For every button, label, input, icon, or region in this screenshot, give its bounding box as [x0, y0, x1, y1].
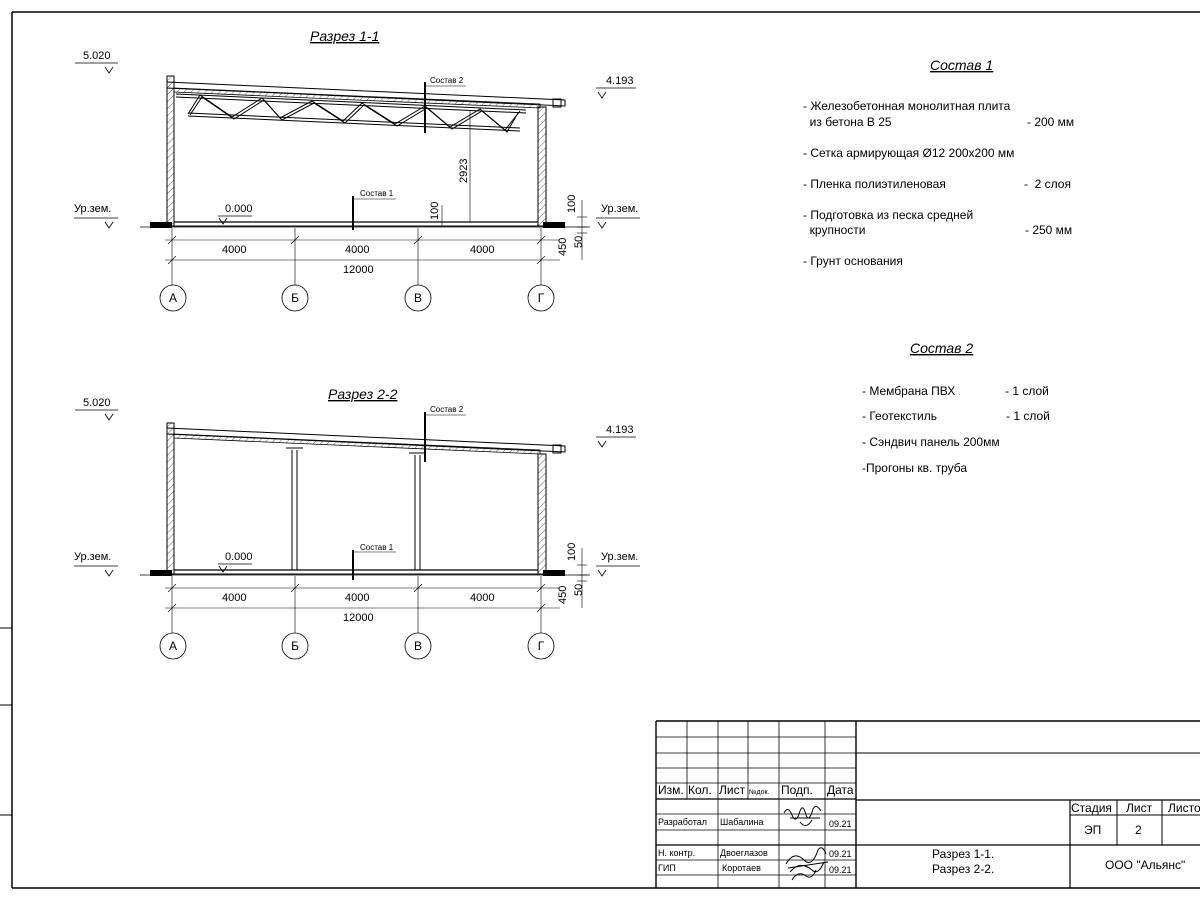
slab-dimension: 100 — [429, 202, 441, 220]
stage-label: Стадия — [1071, 801, 1112, 815]
dim-450: 450 — [557, 238, 569, 256]
section-1-1: Разрез 1-1 5.020 4.193 Ур.зем. Ур.зем. — [74, 28, 640, 312]
axis-A: А — [169, 639, 177, 653]
spec-line: - Сэндвич панель 200мм — [862, 435, 1000, 449]
sheet-value: 2 — [1135, 823, 1142, 837]
tb-role: ГИП — [658, 863, 676, 873]
sostav-2-spec: Состав 2 - Мембрана ПВХ - 1 слой - Геоте… — [862, 340, 1050, 475]
spec-value: - 250 мм — [1025, 223, 1072, 237]
spec-value: - 2 слоя — [1024, 177, 1071, 191]
stage-value: ЭП — [1084, 823, 1101, 837]
sheet-label: Лист — [1126, 801, 1153, 815]
axis-V: В — [414, 291, 422, 305]
ground-label-right: Ур.зем. — [601, 203, 638, 215]
tb-date: 09.21 — [829, 865, 852, 875]
spec-line: из бетона В 25 — [803, 115, 892, 129]
axis-G: Г — [538, 639, 545, 653]
height-dimension: 2923 — [458, 159, 470, 183]
section-2-2: Разрез 2-2 5.020 4.193 Ур.зем. Ур.зем. — [74, 386, 640, 660]
axis-V: В — [414, 639, 422, 653]
title-block: Изм. Кол. Лист №док. Подп. Дата Разработ… — [655, 720, 1200, 888]
tb-header-izm: Изм. — [658, 783, 684, 797]
tb-header-podp: Подп. — [781, 783, 813, 797]
span-dim-1: 4000 — [222, 592, 246, 604]
spec-line: - Подготовка из песка средней — [803, 208, 973, 222]
axis-bubbles: А Б В Г — [159, 284, 555, 312]
spec-line: - Пленка полиэтиленовая — [803, 177, 946, 191]
tb-name: Шабалина — [720, 817, 763, 827]
spec-line: - Геотекстиль — [862, 409, 937, 423]
tb-name: Коротаев — [722, 863, 761, 873]
spec-line: -Прогоны кв. труба — [862, 461, 967, 475]
spec-line: - Железобетонная монолитная плита — [803, 99, 1011, 113]
spec-value: - 200 мм — [1027, 115, 1074, 129]
sostav-1-callout: Состав 1 — [360, 189, 394, 198]
span-dim-2: 4000 — [345, 592, 369, 604]
sheet-title-1: Разрез 1-1. — [932, 847, 994, 861]
signature — [783, 805, 829, 881]
ground-label-left: Ур.зем. — [74, 203, 111, 215]
dim-50: 50 — [573, 584, 585, 596]
total-dim: 12000 — [343, 612, 374, 624]
tb-header-data: Дата — [827, 783, 854, 797]
dim-450: 450 — [557, 586, 569, 604]
roof-truss — [175, 93, 527, 133]
dim-100: 100 — [566, 543, 578, 561]
spec-line: - Мембрана ПВХ — [862, 384, 955, 398]
sostav-1-callout: Состав 1 — [360, 543, 394, 552]
span-dim-2: 4000 — [345, 244, 369, 256]
axis-G: Г — [538, 291, 545, 305]
spec-line: - Грунт основания — [803, 254, 903, 268]
span-dim-3: 4000 — [470, 592, 494, 604]
axis-bubbles: А Б В Г — [159, 632, 555, 660]
section-2-title: Разрез 2-2 — [328, 386, 398, 402]
span-dim-3: 4000 — [470, 244, 494, 256]
zero-level: 0.000 — [225, 203, 253, 215]
tb-name: Двоеглазов — [720, 848, 768, 858]
sostav-1-spec: Состав 1 - Железобетонная монолитная пли… — [803, 57, 1074, 268]
dim-100: 100 — [566, 195, 578, 213]
total-dim: 12000 — [343, 264, 374, 276]
tb-role: Н. контр. — [658, 848, 695, 858]
spec-value: - 1 слой — [1006, 409, 1050, 423]
zero-level: 0.000 — [225, 551, 253, 563]
spec-line: - Сетка армирующая Ø12 200х200 мм — [803, 146, 1014, 160]
span-dim-1: 4000 — [222, 244, 246, 256]
sostav-2-callout: Состав 2 — [430, 405, 464, 414]
tb-header-kol: Кол. — [688, 783, 712, 797]
ground-label-left: Ур.зем. — [74, 551, 111, 563]
sheets-label: Листо — [1168, 801, 1200, 815]
dim-50: 50 — [573, 236, 585, 248]
spec-line: крупности — [803, 223, 865, 237]
tb-role: Разработал — [658, 817, 707, 827]
level-mark-left: 5.020 — [83, 50, 111, 62]
sostav-1-title: Состав 1 — [930, 57, 993, 73]
ground-label-right: Ур.зем. — [601, 551, 638, 563]
organization: ООО "Альянс" — [1105, 858, 1185, 872]
sheet-title-2: Разрез 2-2. — [932, 862, 994, 876]
axis-A: А — [169, 291, 177, 305]
tb-header-list: Лист — [719, 783, 746, 797]
section-1-title: Разрез 1-1 — [310, 28, 379, 44]
level-mark-right: 4.193 — [606, 424, 634, 436]
columns — [286, 447, 426, 570]
tb-date: 09.21 — [829, 819, 852, 829]
sostav-2-title: Состав 2 — [910, 340, 973, 356]
axis-B: Б — [291, 291, 299, 305]
level-mark-right: 4.193 — [606, 75, 634, 87]
axis-B: Б — [291, 639, 299, 653]
level-mark-left: 5.020 — [83, 397, 111, 409]
tb-header-ndok: №док. — [749, 789, 770, 796]
spec-value: - 1 слой — [1005, 384, 1049, 398]
sheet-frame — [0, 11, 1200, 889]
tb-date: 09.21 — [829, 849, 852, 859]
sostav-2-callout: Состав 2 — [430, 76, 464, 85]
